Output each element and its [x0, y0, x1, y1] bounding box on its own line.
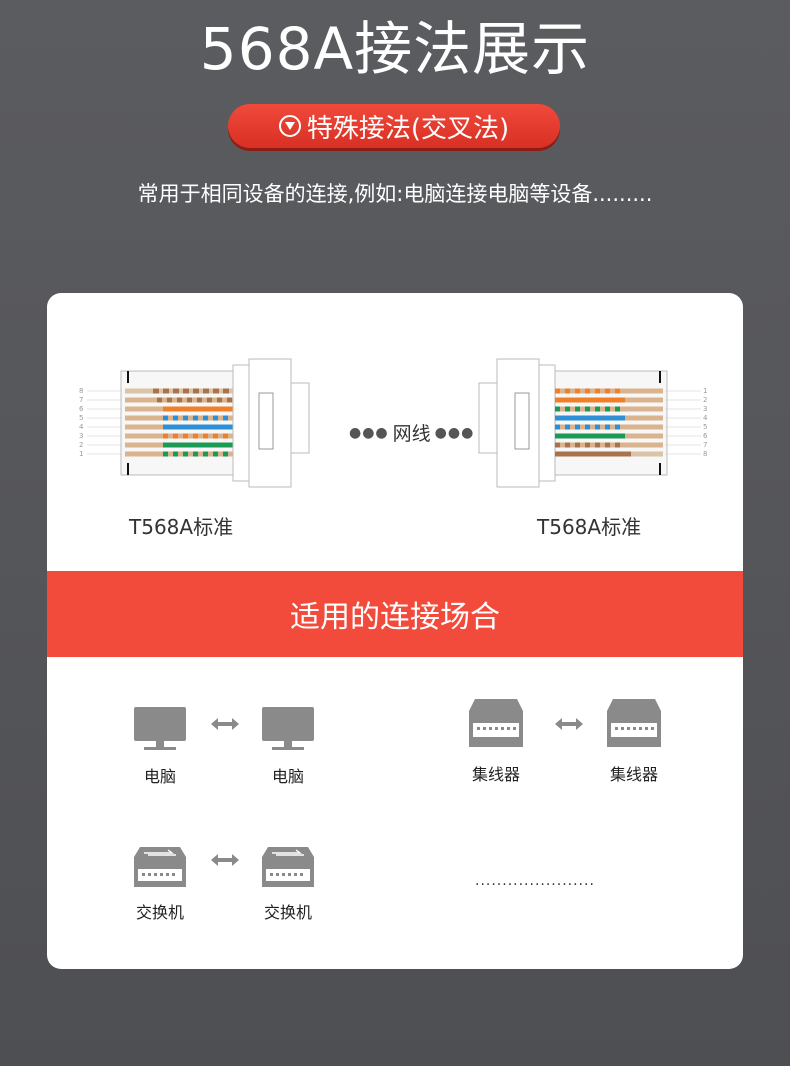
page-title: 568A接法展示	[199, 15, 591, 83]
right-wires	[555, 388, 663, 457]
right-dots-icon: ●●●	[434, 424, 475, 441]
cable-label-group: ●●● 网线 ●●●	[345, 419, 478, 446]
right-connector-label: T568A标准	[537, 515, 642, 539]
right-pin-6: 6	[703, 432, 708, 440]
right-rj45-connector: 1 2 3 4 5 6 7 8	[478, 358, 708, 488]
right-pin-numbers: 1 2 3 4 5 6 7 8	[703, 387, 708, 458]
hub-icon	[607, 699, 661, 747]
device-hub-a: 集线器	[451, 697, 541, 785]
crossover-badge-label: 特殊接法(交叉法)	[306, 113, 510, 144]
left-pin-numbers: 8 7 6 5 4 3 2 1	[79, 387, 84, 458]
left-pin-3: 3	[79, 432, 83, 440]
device-hub-b: 集线器	[589, 697, 679, 785]
usage-scenarios-banner: 适用的连接场合	[47, 571, 743, 657]
device-switch-a-label: 交换机	[135, 903, 184, 922]
left-pin-8: 8	[79, 387, 83, 395]
double-arrow-icon	[555, 718, 583, 730]
device-hub-a-label: 集线器	[471, 765, 520, 784]
right-pin-7: 7	[703, 441, 707, 449]
double-arrow-icon	[211, 718, 239, 730]
left-pin-5: 5	[79, 414, 83, 422]
right-pin-3: 3	[703, 405, 707, 413]
left-connector-label: T568A标准	[129, 515, 234, 539]
left-pin-4: 4	[79, 423, 84, 431]
left-pin-7: 7	[79, 396, 83, 404]
device-switch-a: 交换机	[115, 845, 205, 923]
cable-label: 网线	[392, 423, 431, 445]
device-switch-b: 交换机	[243, 845, 333, 923]
device-switch-b-label: 交换机	[263, 903, 312, 922]
device-pc-b: 电脑	[243, 705, 333, 787]
left-wires	[125, 388, 233, 457]
diagram-card: 8 7 6 5 4 3 2 1	[47, 293, 743, 969]
double-arrow-icon	[211, 854, 239, 866]
right-pin-1: 1	[703, 387, 707, 395]
usage-description: 常用于相同设备的连接,例如:电脑连接电脑等设备.........	[137, 182, 653, 206]
left-pin-1: 1	[79, 450, 83, 458]
switch-icon	[134, 847, 186, 887]
right-pin-2: 2	[703, 396, 707, 404]
right-pin-8: 8	[703, 450, 707, 458]
device-hub-b-label: 集线器	[609, 765, 658, 784]
device-pc-a: 电脑	[115, 705, 205, 787]
device-pc-b-label: 电脑	[271, 767, 304, 786]
monitor-icon	[262, 707, 314, 750]
device-pc-a-label: 电脑	[143, 767, 176, 786]
monitor-icon	[134, 707, 186, 750]
hub-icon	[469, 699, 523, 747]
crossover-badge: 特殊接法(交叉法)	[228, 104, 560, 148]
switch-icon	[262, 847, 314, 887]
right-pin-4: 4	[703, 414, 708, 422]
chevron-down-icon	[278, 115, 301, 137]
left-rj45-connector: 8 7 6 5 4 3 2 1	[79, 358, 310, 488]
more-devices-ellipsis: ......................	[475, 873, 595, 889]
left-pin-6: 6	[79, 405, 84, 413]
right-pin-5: 5	[703, 423, 707, 431]
left-dots-icon: ●●●	[349, 424, 389, 441]
left-pin-2: 2	[79, 441, 83, 449]
